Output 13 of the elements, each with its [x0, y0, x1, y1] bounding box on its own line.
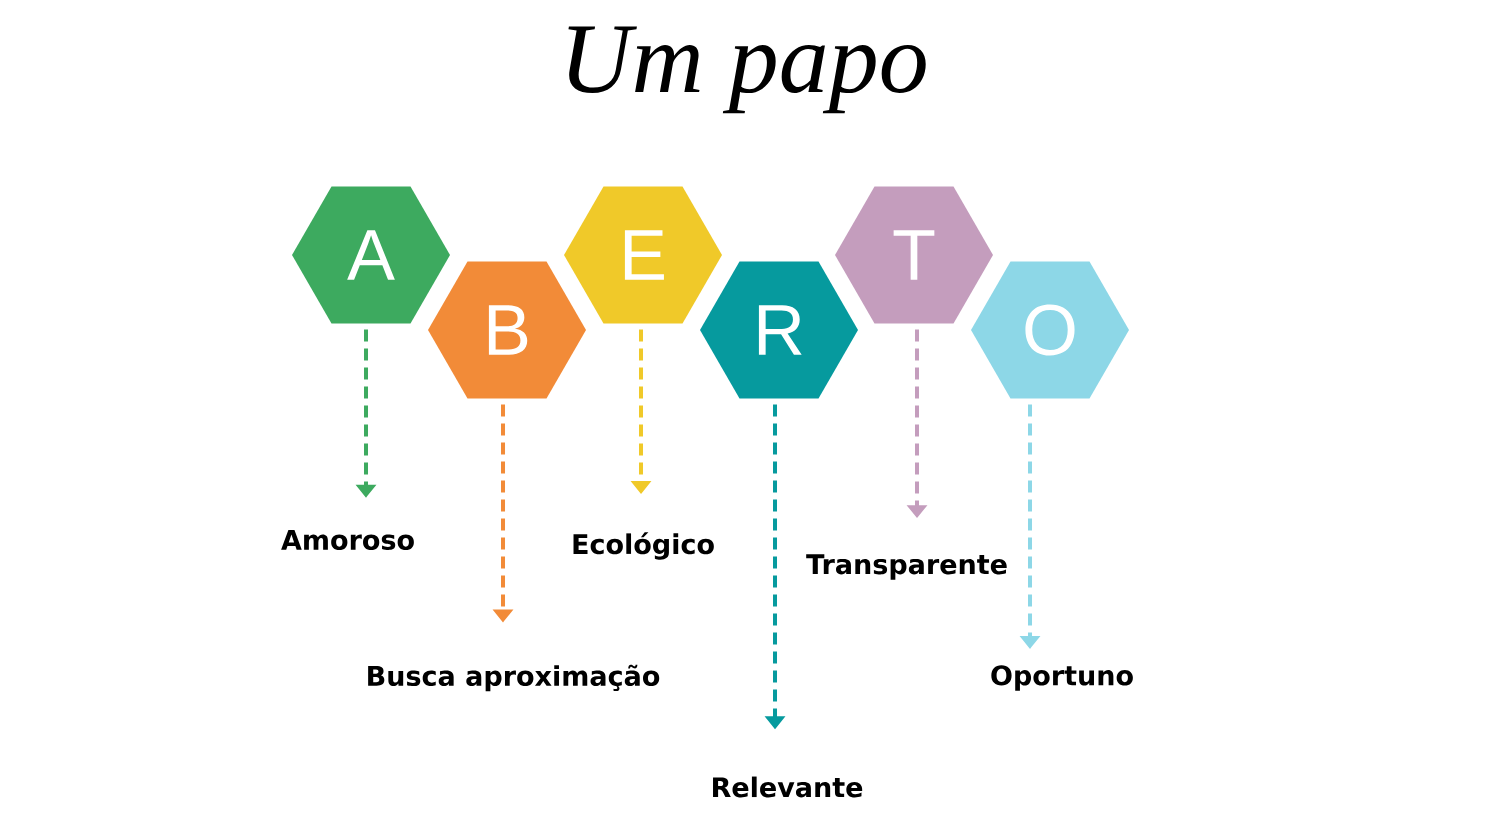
hexagon: O [971, 261, 1129, 399]
label-text: Oportuno [991, 665, 1133, 691]
label-text: Transparente [806, 554, 1007, 580]
hexagon: E [564, 186, 722, 324]
hexagon: R [700, 261, 858, 399]
label-text: Relevante [713, 776, 863, 798]
hexagon: B [428, 261, 586, 399]
label-text: Busca aproximação [368, 664, 660, 692]
label-text: Ecológico [573, 532, 714, 560]
hexagon: A [292, 186, 450, 324]
title: Um papo [568, 26, 926, 114]
hexagon: T [835, 186, 993, 324]
label-text: Amoroso [281, 529, 414, 550]
